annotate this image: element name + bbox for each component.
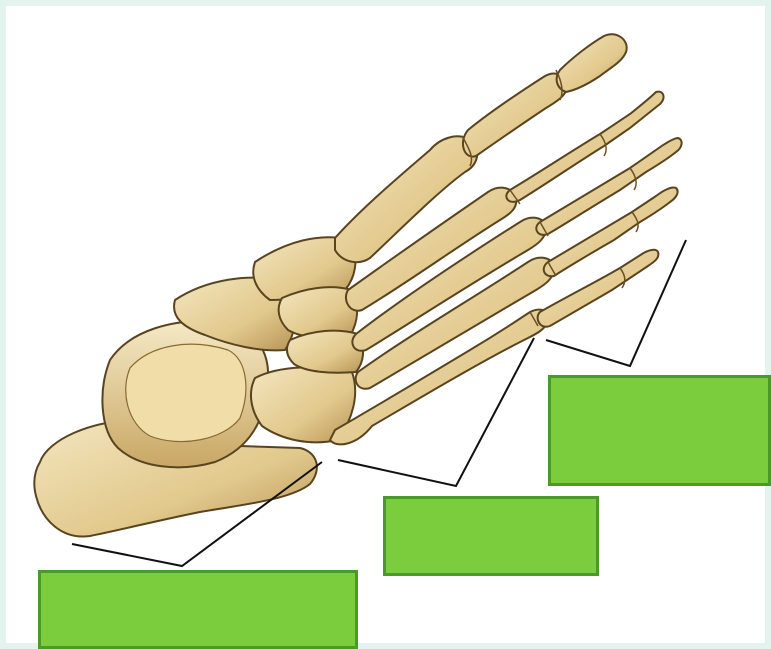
- lateral-cuneiform-bone: [287, 331, 363, 373]
- big-toe-proximal-phalanx: [463, 74, 568, 157]
- toe-3-phalanges: [536, 138, 681, 235]
- label-box-metatarsals[interactable]: [383, 496, 599, 576]
- label-box-phalanges[interactable]: [548, 375, 771, 486]
- toe-4-phalanges: [544, 187, 678, 276]
- label-box-tarsals[interactable]: [38, 570, 358, 649]
- big-toe-distal-phalanx: [557, 34, 627, 92]
